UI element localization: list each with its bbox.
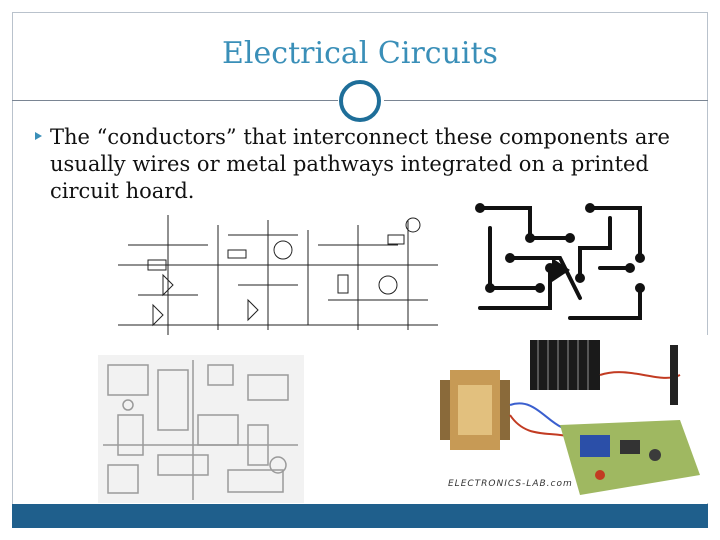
component-layout-image [98,355,304,503]
ring-ornament-icon [339,80,381,122]
pcb-traces-image [470,198,652,328]
slide-title: Electrical Circuits [222,36,498,71]
footer-bar [12,504,708,528]
assembled-board-photo [430,335,710,503]
bullet-line-2: usually wires or metal pathways integrat… [50,152,649,176]
bullet-line-1: The “conductors” that interconnect these… [50,125,670,149]
bullet-item: The “conductors” that interconnect these… [34,124,674,205]
schematic-diagram-image [108,205,444,345]
title-divider-left [12,100,338,101]
bullet-arrow-icon [35,132,42,140]
brand-logo: ELECTRONICS-LAB.com [448,479,573,489]
bullet-line-3: circuit hoard. [50,179,195,203]
title-divider-right [384,100,708,101]
